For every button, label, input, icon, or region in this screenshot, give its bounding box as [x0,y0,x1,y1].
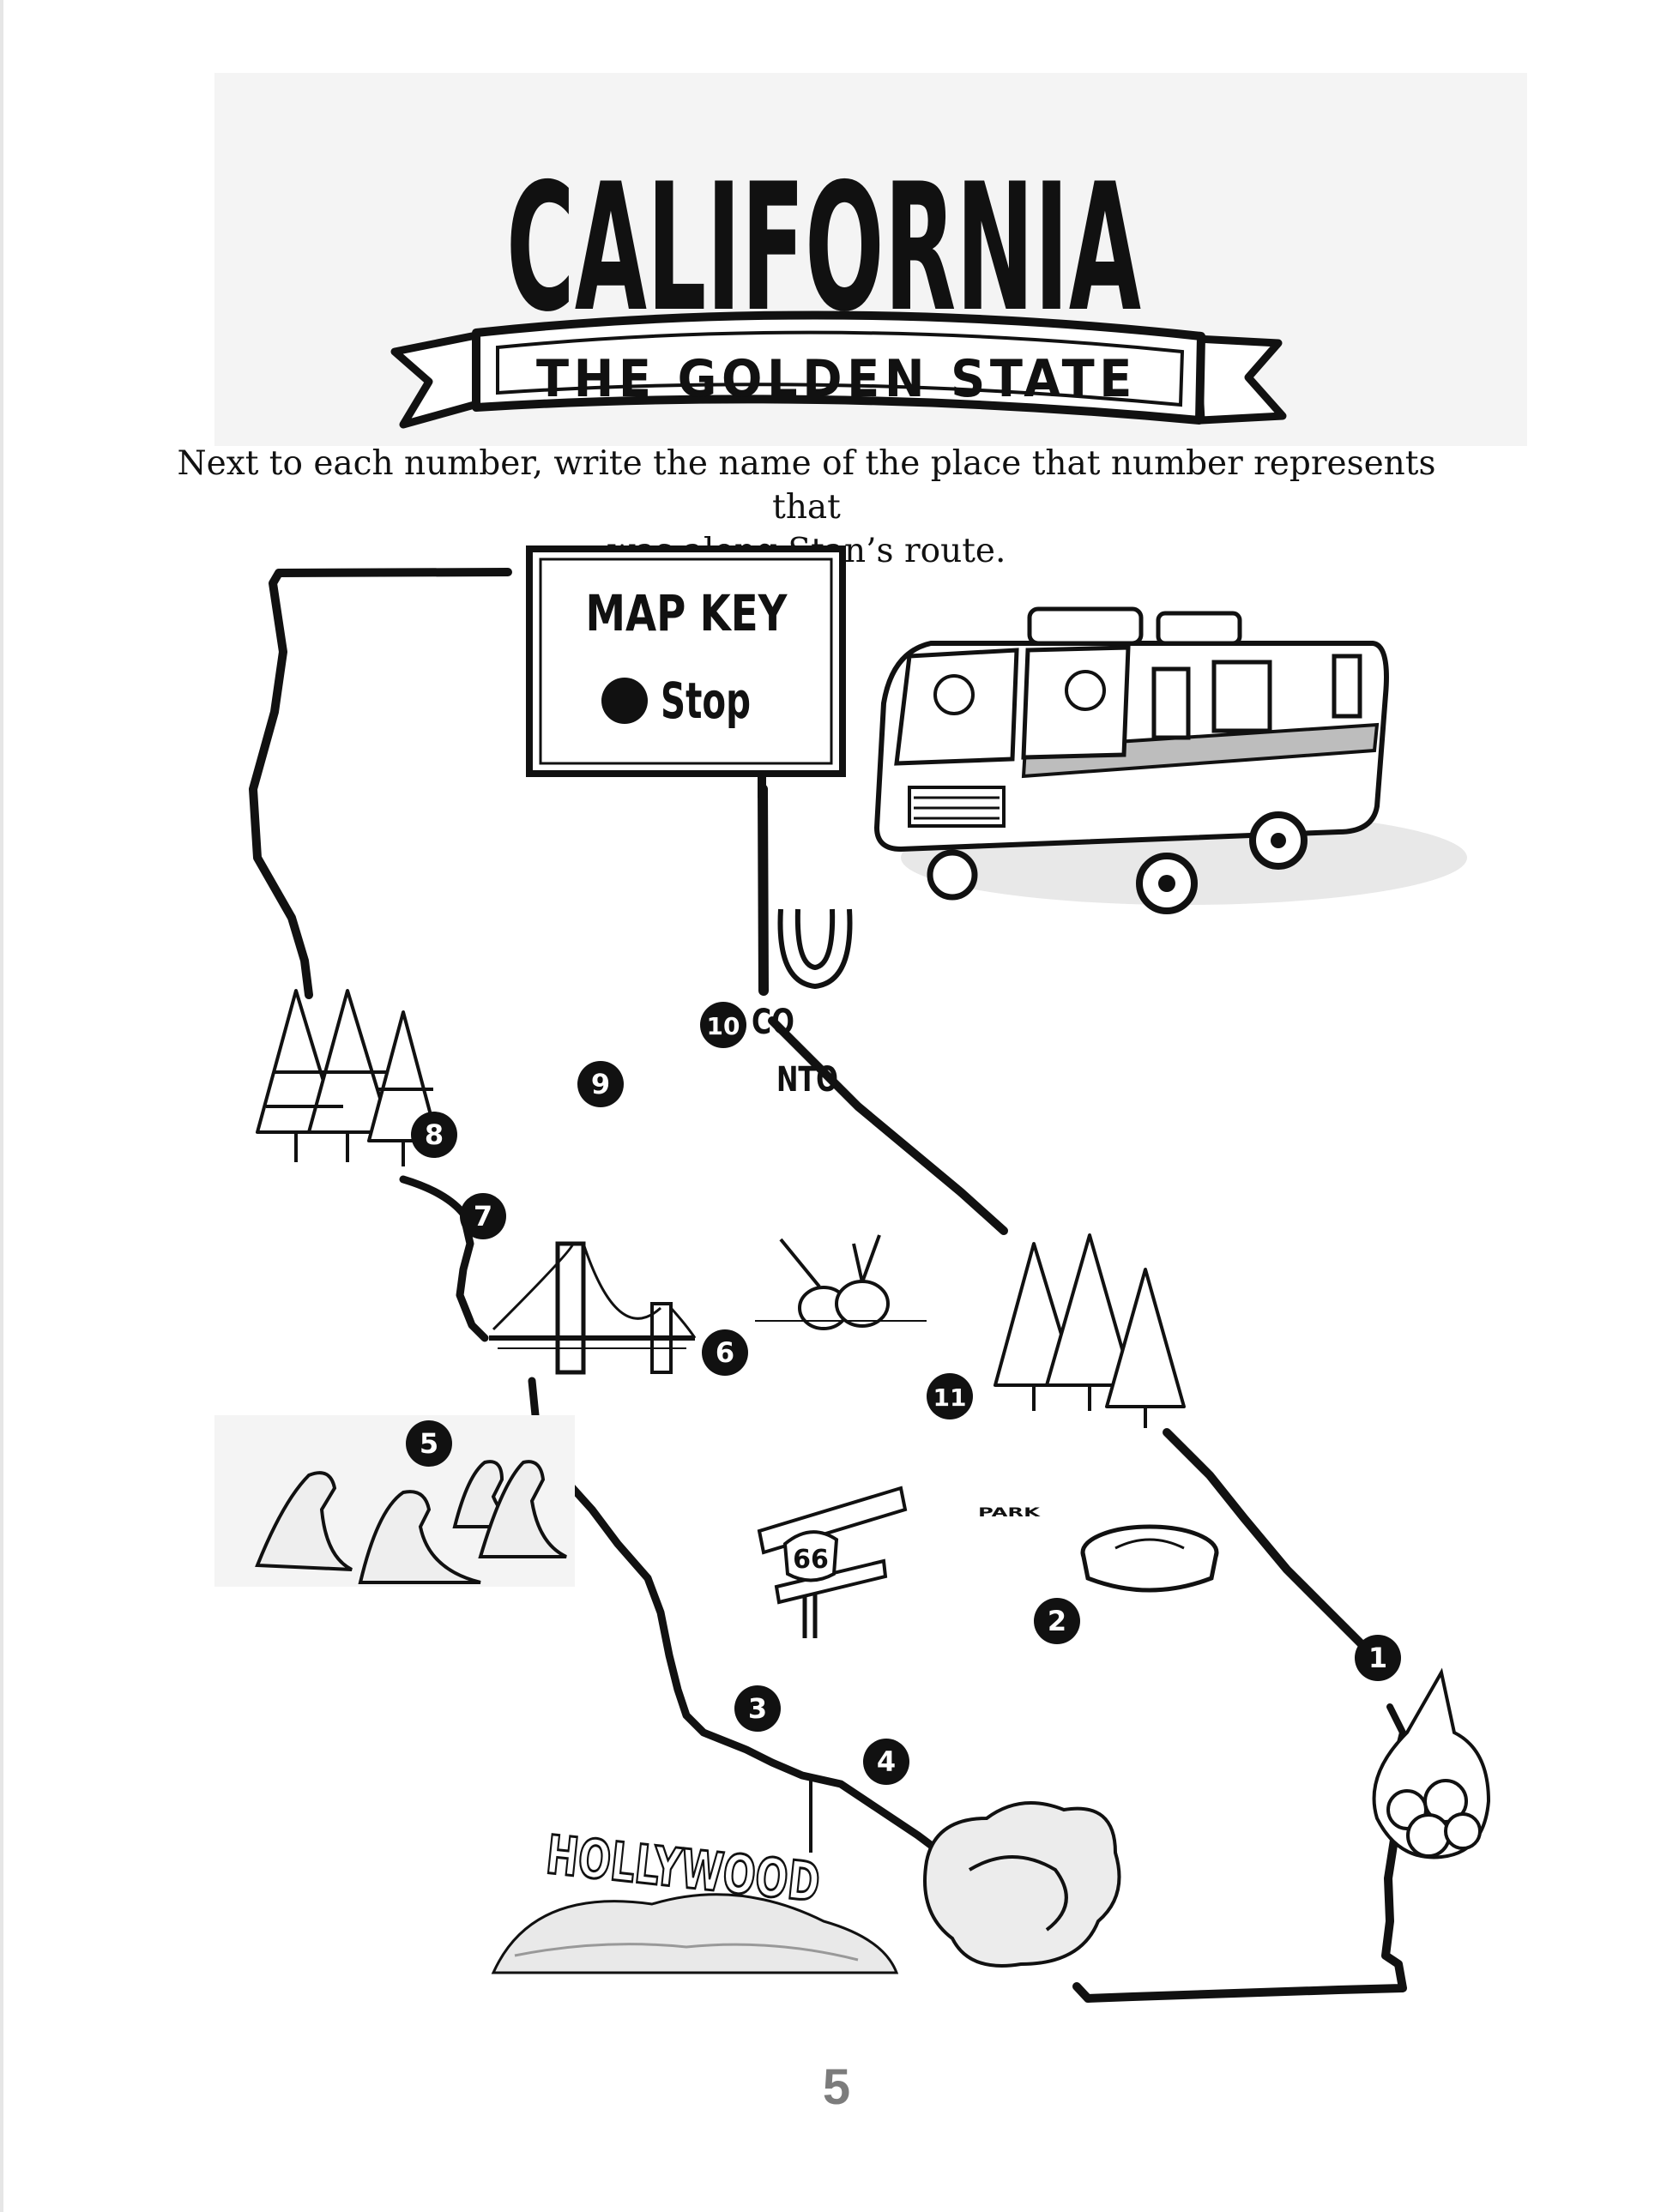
orange-bag-icon [1372,1667,1491,1859]
stop-number: 8 [425,1118,444,1151]
stop-dot [734,1685,781,1732]
golden-gate-bridge-icon [489,1241,697,1375]
title-logo: CALIFORNIA THE GOLDEN STATE [0,0,1673,446]
page-number: 5 [822,2059,851,2115]
stop-dot [700,1002,746,1048]
stop-marker-9: 9 [577,1061,624,1107]
horseshoe-icon [777,908,853,990]
stop-marker-10: 10 [700,1002,746,1048]
stop-dot [460,1193,506,1239]
stop-marker-5: 5 [406,1420,452,1467]
ribbon-banner [390,310,1287,429]
stop-marker-6: 6 [702,1329,748,1376]
stop-marker-4: 4 [863,1739,909,1785]
title-banner-text: THE GOLDEN STATE [536,349,1137,409]
stop-number: 9 [591,1068,610,1100]
stop-number: 11 [933,1383,967,1412]
instructions-line-1: Next to each number, write the name of t… [177,444,1436,527]
pine-trees-icon [256,989,439,1166]
stop-legend-dot [601,678,648,724]
stop-dot [406,1420,452,1467]
map-key-heading: MAP KEY [586,584,788,642]
map-key-legend-label: Stop [661,672,751,730]
stop-marker-3: 3 [734,1685,781,1732]
fragment-near-stop-2: PARK [978,1506,1042,1520]
route-stops: 1 2 3 4 5 6 7 8 9 10 11 [406,1002,1401,1785]
brain-icon [923,1801,1121,1968]
stop-dot [411,1112,457,1158]
stop-number: 2 [1048,1605,1066,1637]
stop-dot [863,1739,909,1785]
page-edge [0,0,3,2212]
state-outline [249,568,1407,2003]
map-key: MAP KEY Stop [526,545,846,798]
stop-dot [702,1329,748,1376]
stop-dot [1034,1598,1080,1644]
stop-number: 7 [474,1200,492,1233]
fragment-near-stop-10-b: NTO [776,1060,838,1100]
california-route-map: MAP KEY Stop [214,545,1491,2003]
route-66-label: 66 [793,1545,829,1575]
fragment-near-stop-10-a: CO [752,1003,794,1042]
stop-marker-11: 11 [927,1373,973,1419]
stop-marker-1: 1 [1355,1635,1401,1681]
stop-dot [927,1373,973,1419]
stop-number: 5 [420,1427,438,1460]
stop-number: 1 [1368,1642,1387,1674]
stop-number: 3 [748,1692,767,1725]
stop-dot [1355,1635,1401,1681]
hollywood-sign-icon: HOLLYWOOD [491,1775,899,1974]
stop-marker-8: 8 [411,1112,457,1158]
route-66-sign-icon: 66 [757,1486,908,1638]
pine-trees-icon [994,1233,1186,1428]
stop-marker-2: 2 [1034,1598,1080,1644]
garlic-icon [755,1234,927,1330]
stop-dot [577,1061,624,1107]
rv-icon [873,606,1467,914]
stop-number: 4 [877,1745,896,1778]
stop-number: 6 [716,1336,734,1369]
stop-marker-7: 7 [460,1193,506,1239]
stop-number: 10 [707,1012,740,1040]
pie-icon [1080,1524,1219,1593]
sea-lions-icon [214,1415,575,1587]
